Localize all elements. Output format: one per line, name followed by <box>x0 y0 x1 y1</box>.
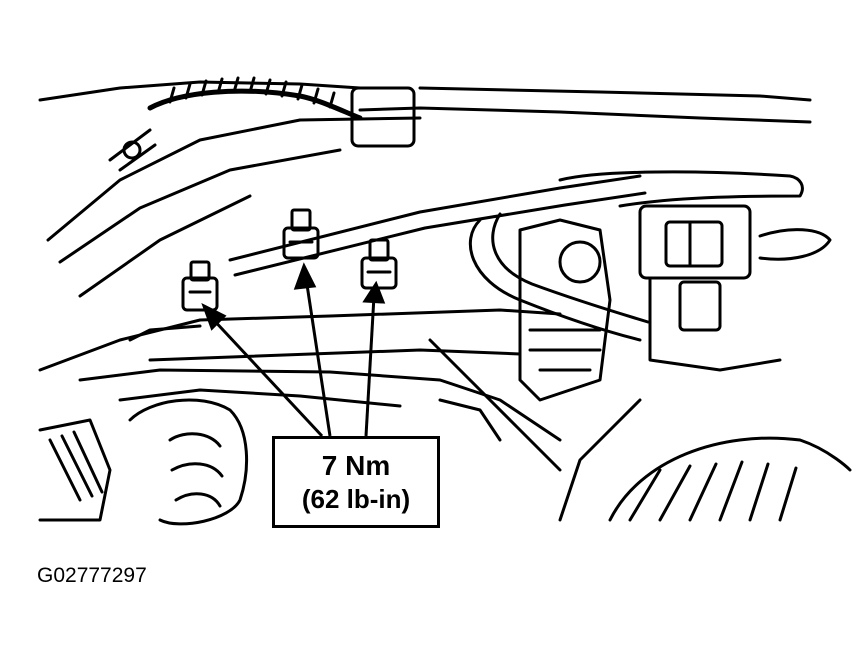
sensor-housing <box>638 204 752 280</box>
harness-channel-outline <box>38 80 812 102</box>
injector-bolt-left <box>181 260 219 312</box>
torque-lbin-label: (62 lb-in) <box>301 484 411 514</box>
connector-plug-right <box>678 280 722 332</box>
torque-callout: 7 Nm (62 lb-in) <box>272 436 440 528</box>
left-rail-lower <box>58 148 342 264</box>
hose-right <box>558 170 804 208</box>
wiring-harness <box>147 88 363 121</box>
injector-bolt-center <box>282 208 320 260</box>
engine-block-outline <box>38 308 562 372</box>
valve-assembly <box>518 218 612 402</box>
torque-nm-label: 7 Nm <box>321 450 391 481</box>
left-rail-upper <box>46 116 422 242</box>
lower-hose-left <box>128 398 249 526</box>
fuel-rail <box>228 174 642 262</box>
leader-arrows <box>201 262 386 438</box>
injector-bolt-right <box>360 238 398 290</box>
figure-id: G02777297 <box>37 564 147 587</box>
harness-channel-lower <box>358 106 812 124</box>
pulley-right <box>608 436 852 522</box>
hose-loop <box>468 218 642 342</box>
